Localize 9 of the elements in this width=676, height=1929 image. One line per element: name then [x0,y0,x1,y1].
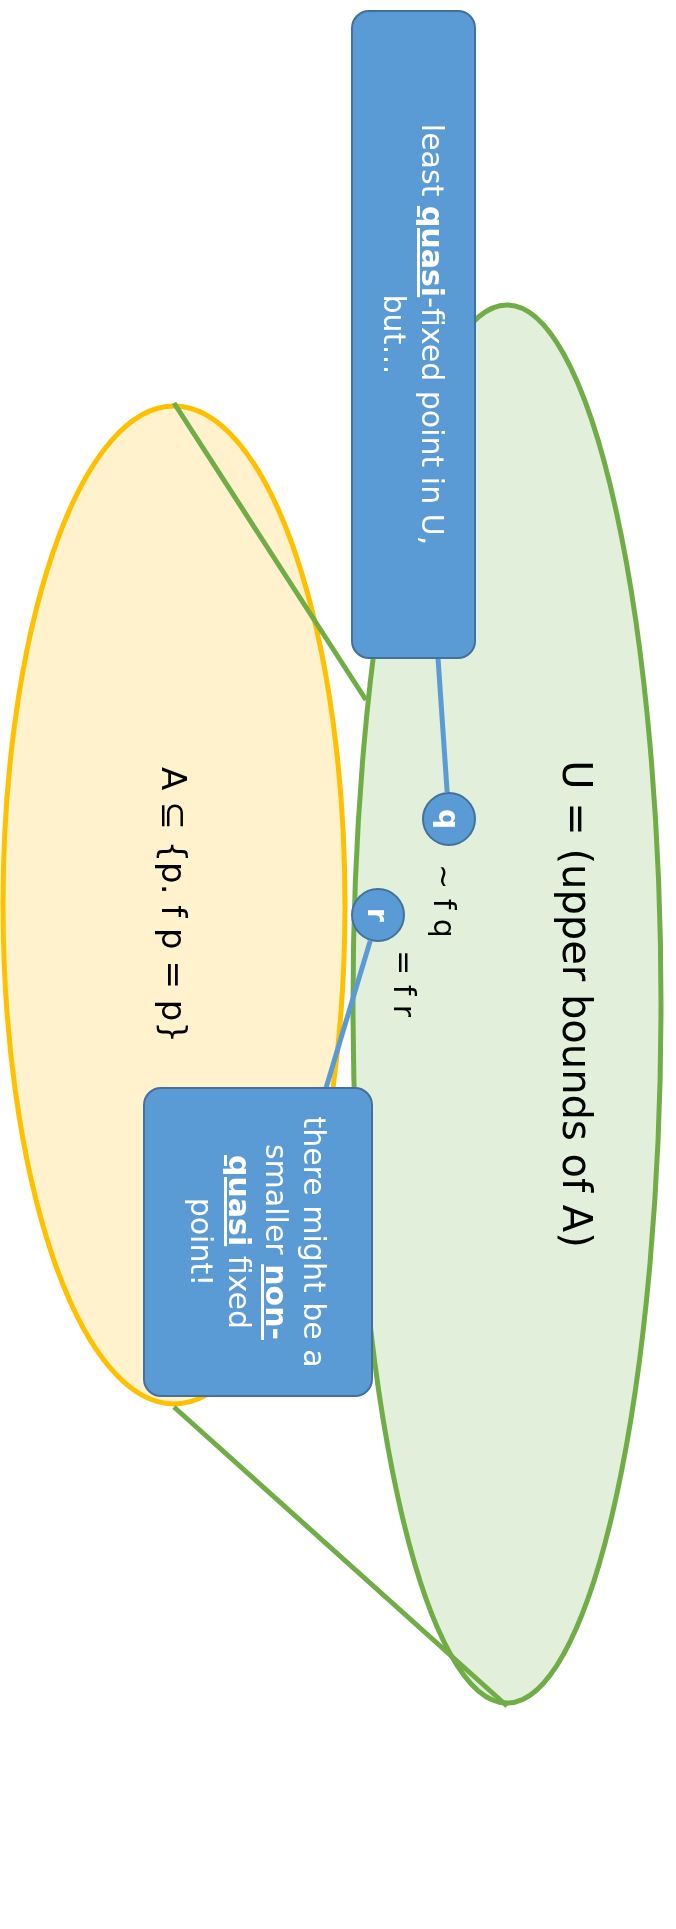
callout-text: least quasi-fixed point in U, but… [376,122,451,548]
boundary-line [172,1405,509,1708]
callout-bubble [351,10,476,659]
callout-bubble [143,1087,373,1397]
relation-label: = f r [387,950,422,1018]
set-label: U = (upper bounds of A) [554,760,600,1248]
relation-label: ~ f q [427,864,462,938]
boundary-line [171,401,369,702]
set-label: A ⊆ {p. f p = p} [154,767,194,1043]
